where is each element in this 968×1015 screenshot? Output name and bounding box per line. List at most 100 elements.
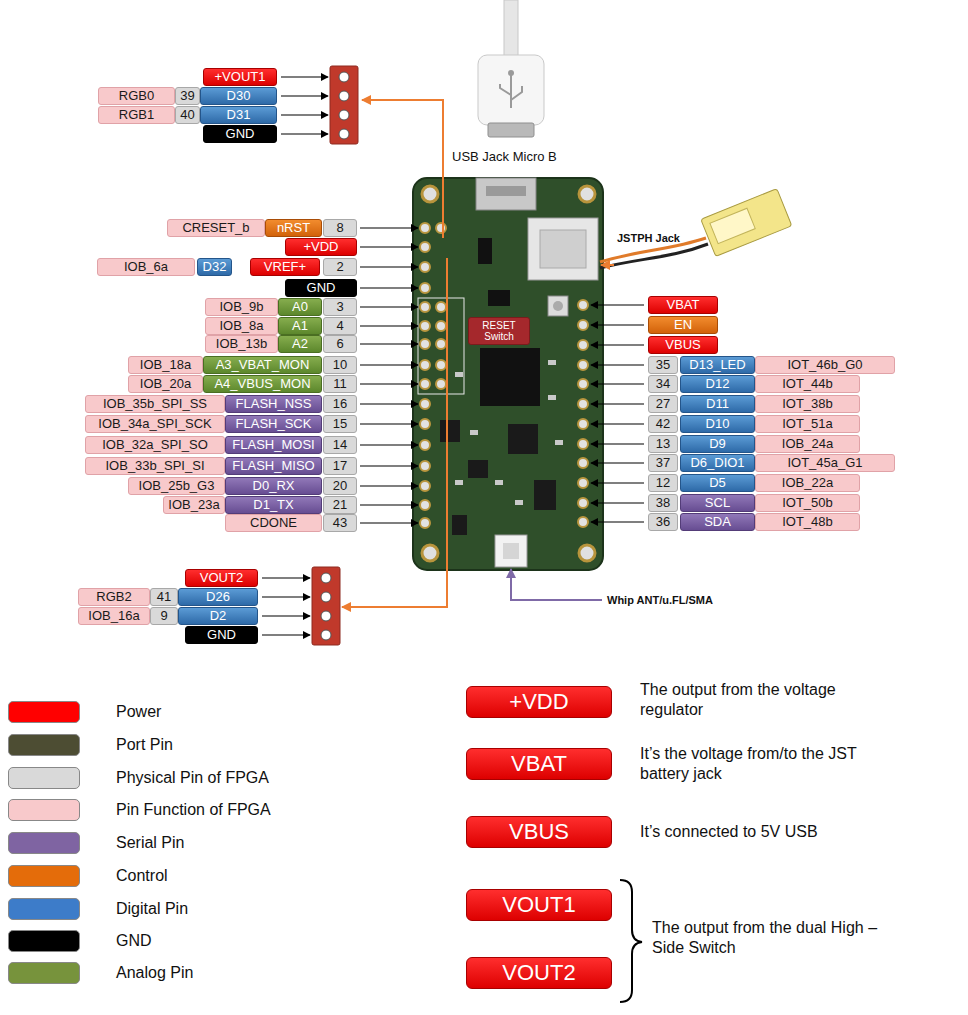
header-pins xyxy=(420,379,430,389)
physical-pin-box: 2 xyxy=(323,258,357,276)
power-legend-box: +VDD xyxy=(466,686,612,718)
pin-leaders xyxy=(360,306,418,307)
pin-function-box: IOT_48b xyxy=(755,513,860,531)
legend-text: Physical Pin of FPGA xyxy=(116,768,269,788)
header-pins xyxy=(436,223,446,233)
circuit-board xyxy=(422,186,438,202)
serial-pin-box: D1_TX xyxy=(225,496,322,514)
pin-function-box: RGB0 xyxy=(98,87,175,105)
header-pins xyxy=(420,419,430,429)
circuit-board xyxy=(495,480,503,485)
legend-description: The output from the dual High – Side Swi… xyxy=(652,918,902,958)
pin-leaders xyxy=(281,95,328,96)
pin-label: IOB_35b_SPI_SS xyxy=(103,397,207,411)
header-pins xyxy=(578,340,588,350)
physical-pin-box: 42 xyxy=(648,415,678,433)
circuit-board xyxy=(476,178,536,210)
legend-swatch xyxy=(8,865,80,887)
pin-label: D11 xyxy=(706,397,729,411)
header-pins xyxy=(578,439,588,449)
physical-pin-box: 3 xyxy=(323,298,357,316)
pin-label: VBUS xyxy=(665,338,700,352)
pin-function-box: IOT_38b xyxy=(755,395,860,413)
pin-label: FLASH_MISO xyxy=(232,459,314,473)
battery xyxy=(600,244,708,268)
pin-label: IOB_25b_G3 xyxy=(139,479,215,493)
power-legend-box: VBAT xyxy=(466,748,612,780)
pin-label: D26 xyxy=(206,590,230,604)
pin-label: A2 xyxy=(292,337,308,351)
battery xyxy=(710,208,755,243)
digital-pin-box: D6_DIO1 xyxy=(680,454,755,472)
pin-label: RGB0 xyxy=(119,89,154,103)
physical-pin-box: 6 xyxy=(323,335,357,353)
power-pin-box: VBUS xyxy=(648,336,718,354)
header-pins xyxy=(420,283,430,293)
pin-label: VBAT xyxy=(667,298,700,312)
pin-label: 27 xyxy=(656,397,670,411)
power-pin-box: VOUT2 xyxy=(185,569,258,587)
usb-cable xyxy=(508,70,514,76)
gnd-pin-box: GND xyxy=(203,125,277,143)
pin-label: 34 xyxy=(656,377,670,391)
pin-label: IOB_16a xyxy=(88,609,139,623)
pin-label: 42 xyxy=(656,417,670,431)
pin-leaders xyxy=(591,423,644,424)
pin-label: IOT_48b xyxy=(782,515,833,529)
legend-text: Analog Pin xyxy=(116,963,193,983)
pin-label: IOT_38b xyxy=(782,397,833,411)
pin-leaders xyxy=(360,522,418,523)
pin-label: 15 xyxy=(333,417,347,431)
digital-pin-box: D9 xyxy=(680,435,755,453)
pin-function-box: IOB_34a_SPI_SCK xyxy=(85,415,225,433)
pin-leaders xyxy=(360,403,418,404)
usb-cable xyxy=(488,123,534,137)
pin-leaders xyxy=(591,443,644,444)
pin-label: 9 xyxy=(160,609,167,623)
pin-leaders xyxy=(591,462,644,463)
pin-label: 39 xyxy=(180,89,194,103)
serial-pin-box: FLASH_MOSI xyxy=(225,436,322,454)
header-pins xyxy=(420,500,430,510)
digital-pin-box: D32 xyxy=(197,258,232,276)
header-pins xyxy=(436,379,446,389)
pin-label: CDONE xyxy=(250,516,297,530)
pin-label: 8 xyxy=(336,221,343,235)
pin-label: IOB_32a_SPI_SO xyxy=(102,438,208,452)
control-pin-box: nRST xyxy=(265,219,322,237)
pin-label: EN xyxy=(674,318,692,332)
header-pins xyxy=(420,399,430,409)
pin-label: IOB_6a xyxy=(124,260,168,274)
pin-leaders xyxy=(360,364,418,365)
header-pins xyxy=(578,498,588,508)
pin-function-box: IOB_25b_G3 xyxy=(128,477,225,495)
header-pins xyxy=(420,262,430,272)
pin-label: 3 xyxy=(336,300,343,314)
circuit-board xyxy=(413,178,603,570)
pin-label: +VOUT1 xyxy=(215,70,266,84)
legend-swatch xyxy=(8,767,80,789)
pin-label: FLASH_NSS xyxy=(236,397,312,411)
battery xyxy=(701,189,792,257)
pin-leaders xyxy=(360,287,418,288)
callout-arrows xyxy=(511,569,602,600)
top-connector xyxy=(339,91,349,101)
header-pins xyxy=(436,360,446,370)
pin-label: IOB_9b xyxy=(219,300,263,314)
pin-label: IOB_24a xyxy=(782,437,833,451)
usb-cable xyxy=(478,0,544,137)
pin-leaders xyxy=(360,383,418,384)
analog-pin-box: A1 xyxy=(278,317,322,335)
pin-leaders xyxy=(262,634,310,635)
circuit-board xyxy=(540,230,586,268)
pin-label: IOB_20a xyxy=(140,377,191,391)
pin-label: SDA xyxy=(704,515,731,529)
pin-label: D9 xyxy=(709,437,726,451)
header-pins xyxy=(420,302,430,312)
battery xyxy=(701,189,792,257)
power-pin-box: VREF+ xyxy=(250,258,320,276)
circuit-board xyxy=(413,178,603,570)
usb-cable xyxy=(478,55,544,125)
legend-bracket xyxy=(620,880,642,1002)
legend-swatch xyxy=(8,930,80,952)
